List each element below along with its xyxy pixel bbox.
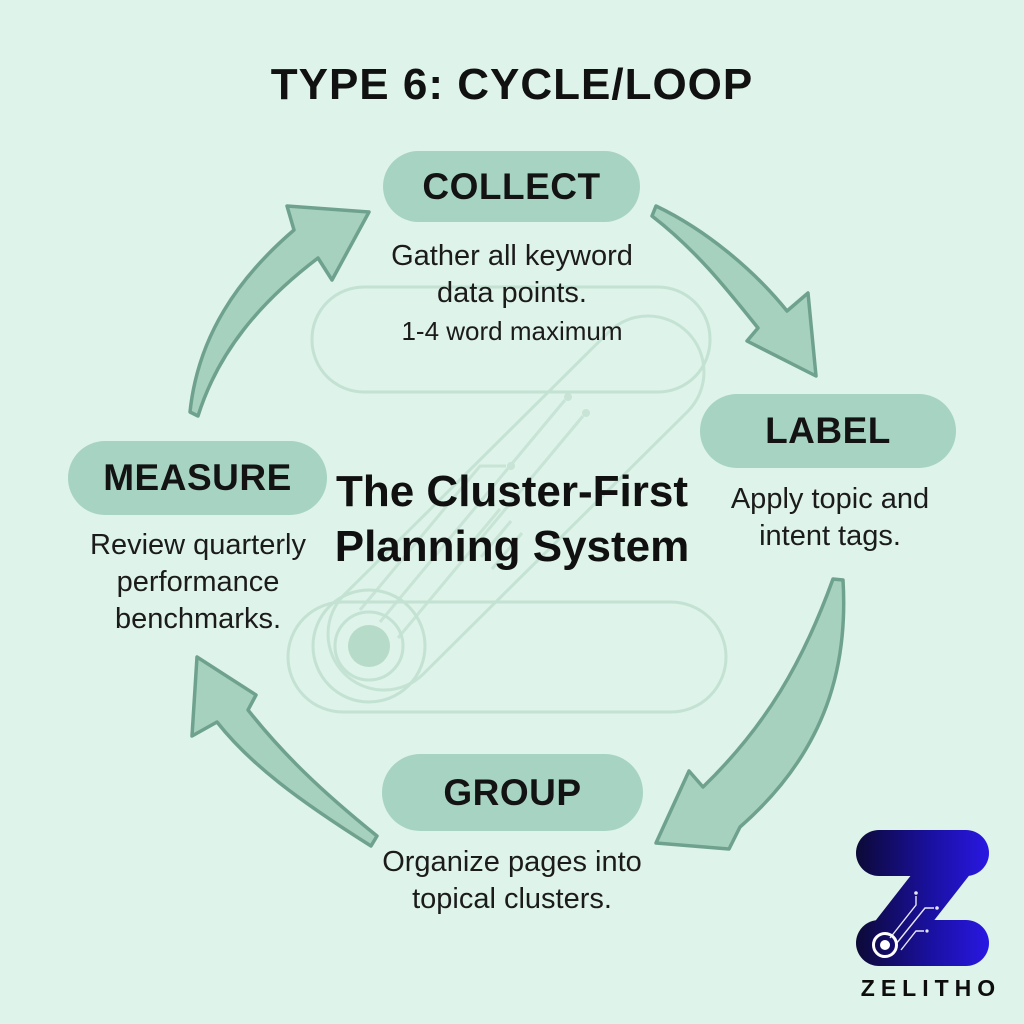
arrow-label-to-group-icon bbox=[654, 577, 846, 851]
stage-note-collect: 1-4 word maximum bbox=[401, 316, 623, 346]
zelitho-logo-icon bbox=[856, 830, 989, 966]
stage-desc-group: Organize pages into topical clusters. bbox=[327, 844, 697, 918]
desc-line: Review quarterly bbox=[90, 529, 306, 561]
arrow-measure-to-collect-icon bbox=[188, 204, 371, 418]
desc-line: Gather all keyword bbox=[391, 240, 633, 272]
stage-label-group: GROUP bbox=[443, 771, 582, 813]
stage-label-collect: COLLECT bbox=[422, 165, 601, 207]
desc-line: topical clusters. bbox=[412, 883, 612, 915]
desc-line: Apply topic and bbox=[730, 483, 930, 515]
desc-line: benchmarks. bbox=[114, 603, 281, 635]
desc-line: data points. bbox=[437, 277, 587, 309]
stage-desc-label: Apply topic and intent tags. bbox=[688, 481, 972, 555]
watermark-z-icon bbox=[286, 285, 728, 714]
center-headline-line1: The Cluster-First bbox=[335, 467, 689, 516]
center-headline-line2: Planning System bbox=[334, 522, 690, 571]
desc-line: Organize pages into bbox=[382, 846, 642, 878]
stage-pill-label: LABEL bbox=[700, 394, 956, 468]
center-headline: The Cluster-First Planning System bbox=[262, 464, 762, 574]
stage-label-measure: MEASURE bbox=[103, 457, 292, 498]
watermark-circuit-traces bbox=[358, 393, 590, 639]
logo-circuit-traces bbox=[889, 891, 939, 951]
arrow-collect-to-label-icon bbox=[650, 204, 818, 378]
cycle-arrows bbox=[188, 204, 846, 851]
stage-desc-collect: Gather all keyword data points. 1-4 word… bbox=[312, 238, 712, 348]
desc-line: intent tags. bbox=[759, 520, 901, 552]
page-title: TYPE 6: CYCLE/LOOP bbox=[270, 60, 754, 109]
desc-line: performance bbox=[116, 566, 280, 598]
stage-label-label: LABEL bbox=[765, 410, 891, 451]
stage-desc-measure: Review quarterly performance benchmarks. bbox=[43, 527, 353, 638]
brand-name: ZELITHO bbox=[860, 975, 1002, 1001]
arrow-group-to-measure-icon bbox=[190, 655, 379, 848]
stage-pill-group: GROUP bbox=[382, 754, 643, 831]
stage-pill-measure: MEASURE bbox=[68, 441, 327, 515]
stage-pill-collect: COLLECT bbox=[383, 151, 640, 222]
